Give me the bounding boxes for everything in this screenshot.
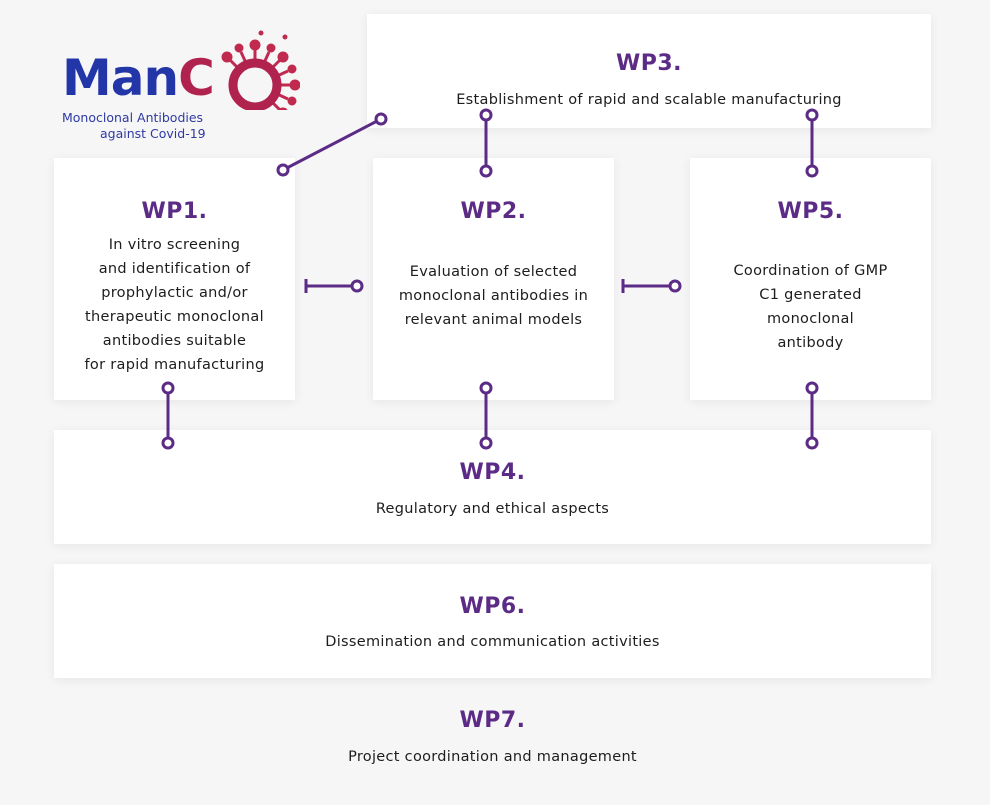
wp3-card: WP3. Establishment of rapid and scalable… <box>367 14 931 128</box>
virus-icon <box>221 30 300 110</box>
wp7-desc-line: Project coordination and management <box>348 749 637 765</box>
wp5-card: WP5. Coordination of GMP C1 generated mo… <box>690 158 931 400</box>
wp1-card: WP1. In vitro screening and identificati… <box>54 158 295 400</box>
wp1-desc-line: and identification of <box>98 261 251 277</box>
manco-logo: ManC Monoclonal Antibodies against Covid… <box>60 30 300 145</box>
wp5-description: Coordination of GMP C1 generated monoclo… <box>690 259 931 355</box>
wp6-description: Dissemination and communication activiti… <box>54 630 931 654</box>
wp4-title: WP4. <box>459 460 526 485</box>
wp5-desc-line: C1 generated <box>759 287 862 303</box>
wp2-title: WP2. <box>460 199 527 224</box>
connector-node <box>350 279 364 293</box>
wp3-title: WP3. <box>615 51 683 76</box>
wp1-desc-line: In vitro screening <box>108 237 241 253</box>
wp1-description: In vitro screening and identification of… <box>54 233 295 377</box>
logo-subtitle-line2: against Covid-19 <box>100 126 206 141</box>
wp4-description: Regulatory and ethical aspects <box>54 497 931 521</box>
connector-node <box>668 279 682 293</box>
wp6-card: WP6. Dissemination and communication act… <box>54 564 931 678</box>
wp2-desc-line: Evaluation of selected <box>409 264 578 280</box>
wp6-title: WP6. <box>459 594 526 619</box>
wp4-desc-line: Regulatory and ethical aspects <box>375 501 610 517</box>
wp2-description: Evaluation of selected monoclonal antibo… <box>373 260 614 332</box>
logo-word-part2: C <box>178 49 215 107</box>
logo-word-part1: Man <box>62 49 179 107</box>
wp2-desc-line: monoclonal antibodies in <box>398 288 589 304</box>
wp2-card: WP2. Evaluation of selected monoclonal a… <box>373 158 614 400</box>
logo-subtitle-line1: Monoclonal Antibodies <box>62 110 204 125</box>
wp1-desc-line: antibodies suitable <box>102 333 247 349</box>
wp2-desc-line: relevant animal models <box>404 312 583 328</box>
wp4-card: WP4. Regulatory and ethical aspects <box>54 430 931 544</box>
wp1-title: WP1. <box>141 199 208 224</box>
wp5-title: WP5. <box>777 199 844 224</box>
wp1-desc-line: prophylactic and/or <box>101 285 248 301</box>
wp1-desc-line: for rapid manufacturing <box>84 357 265 373</box>
wp7-section: WP7. Project coordination and management <box>54 700 931 790</box>
wp5-desc-line: Coordination of GMP <box>733 263 888 279</box>
wp7-description: Project coordination and management <box>54 745 931 769</box>
wp7-title: WP7. <box>459 708 526 733</box>
wp3-description: Establishment of rapid and scalable manu… <box>367 88 931 112</box>
wp6-desc-line: Dissemination and communication activiti… <box>325 634 660 650</box>
wp1-desc-line: therapeutic monoclonal <box>85 309 264 325</box>
logo-wordmark: ManC <box>62 48 215 108</box>
wp3-desc-line: Establishment of rapid and scalable manu… <box>456 92 842 108</box>
wp5-desc-line: monoclonal <box>766 311 855 327</box>
wp5-desc-line: antibody <box>777 335 844 351</box>
